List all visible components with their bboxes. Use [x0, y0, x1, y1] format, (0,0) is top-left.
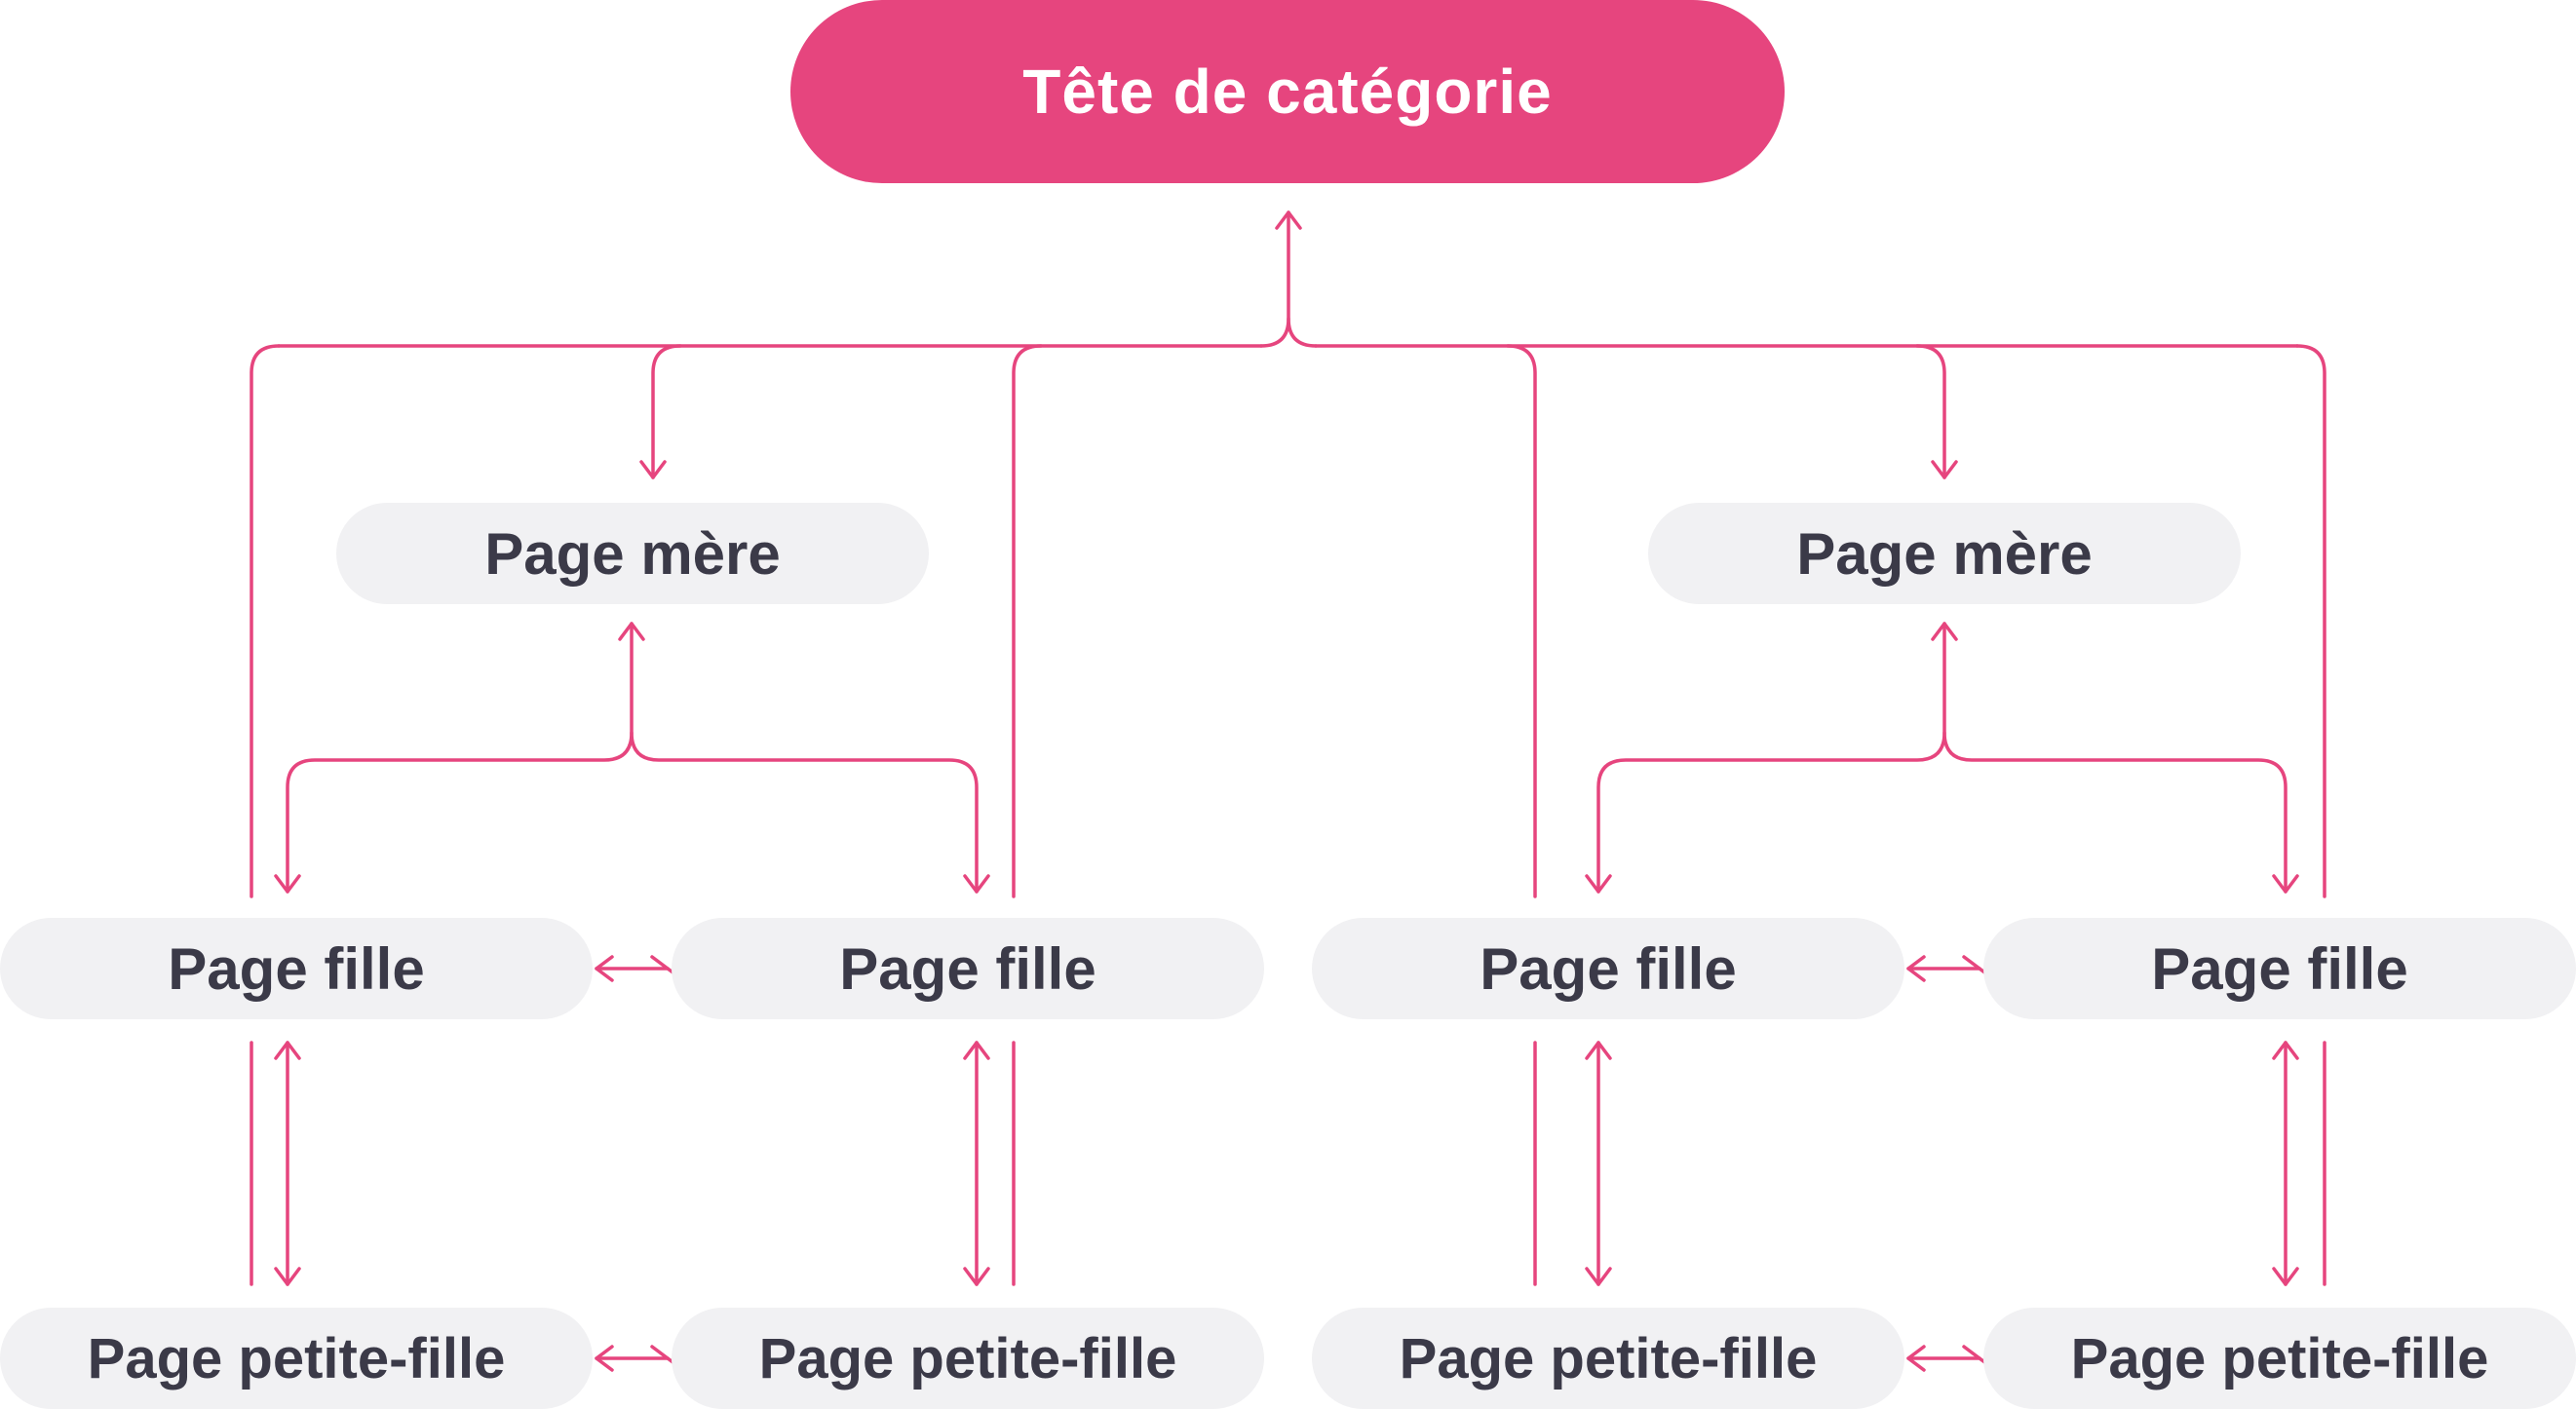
arrow-up-icon	[274, 1041, 301, 1060]
connector-line	[1596, 622, 1946, 894]
arrow-down-icon	[2272, 874, 2299, 894]
connector-line	[1506, 344, 1537, 898]
child-page-node: Page fille	[1312, 918, 1904, 1019]
child-page-label: Page fille	[2151, 935, 2408, 1002]
category-head-label: Tête de catégorie	[1022, 57, 1553, 127]
connector-line	[1287, 317, 1318, 348]
child-page-node: Page fille	[0, 918, 593, 1019]
arrow-left-icon	[595, 955, 614, 982]
arrow-up-icon	[1931, 622, 1958, 641]
connector-line	[651, 344, 682, 479]
arrow-up-icon	[963, 1041, 990, 1060]
parent-page-node: Page mère	[1648, 503, 2241, 604]
arrow-up-icon	[2272, 1041, 2299, 1060]
arrow-up-icon	[618, 622, 645, 641]
connector-line	[2295, 344, 2326, 898]
arrow-down-icon	[274, 874, 301, 894]
connector-line	[286, 622, 634, 894]
parent-page-node: Page mère	[336, 503, 929, 604]
arrow-up-icon	[1585, 1041, 1612, 1060]
parent-page-label: Page mère	[484, 520, 781, 587]
grandchild-page-label: Page petite-fille	[1399, 1326, 1818, 1390]
connector-line	[630, 731, 979, 894]
child-page-label: Page fille	[1480, 935, 1737, 1002]
arrow-down-icon	[274, 1267, 301, 1286]
child-page-node: Page fille	[672, 918, 1264, 1019]
child-page-label: Page fille	[839, 935, 1096, 1002]
arrow-down-icon	[1931, 460, 1958, 479]
arrow-down-icon	[963, 1267, 990, 1286]
grandchild-page-node: Page petite-fille	[1983, 1308, 2576, 1409]
connector-line	[1915, 344, 1946, 479]
arrow-left-icon	[595, 1345, 614, 1372]
arrow-down-icon	[963, 874, 990, 894]
arrow-up-icon	[1275, 210, 1302, 230]
arrow-left-icon	[1906, 1345, 1926, 1372]
grandchild-page-label: Page petite-fille	[2070, 1326, 2489, 1390]
grandchild-page-node: Page petite-fille	[672, 1308, 1264, 1409]
connector-line	[1012, 344, 1043, 898]
connector-line	[1259, 210, 1290, 348]
arrow-left-icon	[1906, 955, 1926, 982]
arrow-down-icon	[1585, 1267, 1612, 1286]
arrow-down-icon	[1585, 874, 1612, 894]
child-page-node: Page fille	[1983, 918, 2576, 1019]
connector-line	[250, 344, 281, 898]
category-head-node: Tête de catégorie	[790, 0, 1785, 183]
child-page-label: Page fille	[168, 935, 425, 1002]
grandchild-page-node: Page petite-fille	[1312, 1308, 1904, 1409]
grandchild-page-label: Page petite-fille	[758, 1326, 1177, 1390]
connector-line	[1942, 731, 2288, 894]
grandchild-page-label: Page petite-fille	[87, 1326, 506, 1390]
arrow-down-icon	[2272, 1267, 2299, 1286]
parent-page-label: Page mère	[1796, 520, 2093, 587]
grandchild-page-node: Page petite-fille	[0, 1308, 593, 1409]
arrow-down-icon	[639, 460, 667, 479]
